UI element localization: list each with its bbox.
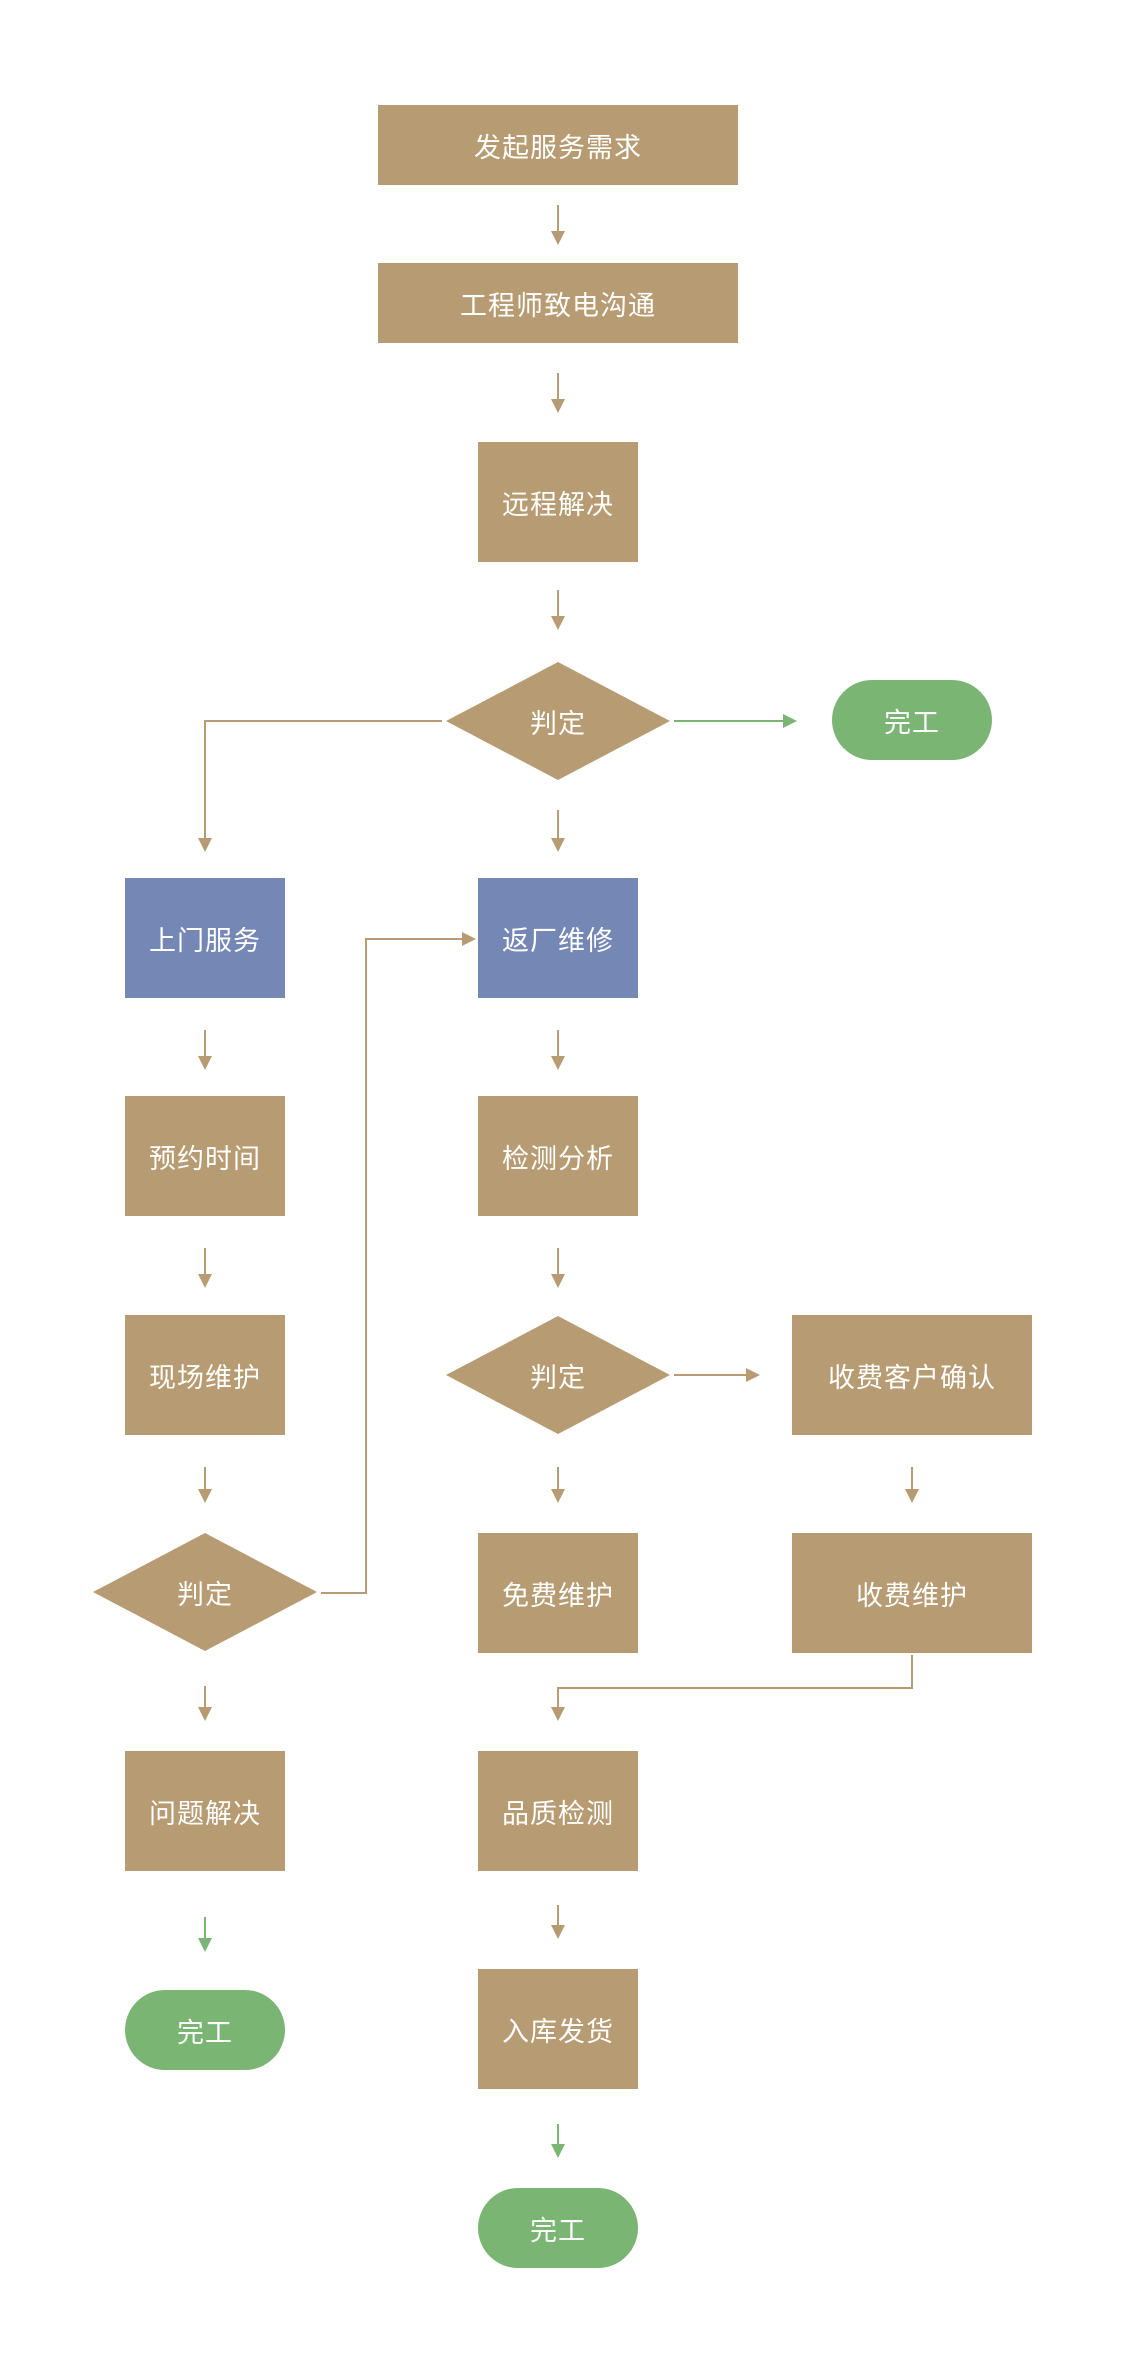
edge-decision2-confirm (674, 1368, 760, 1382)
edge-field-decision3 (198, 1467, 212, 1503)
arrowhead-icon (198, 838, 212, 852)
node-label: 检测分析 (502, 1143, 614, 1175)
done-terminal-2: 完工 (125, 1990, 285, 2070)
quality-check-box: 品质检测 (478, 1751, 638, 1871)
node-label: 工程师致电沟通 (460, 290, 656, 322)
node-label: 远程解决 (502, 489, 614, 521)
node-label: 完工 (177, 2017, 233, 2049)
arrowhead-icon (551, 616, 565, 630)
edge-return-inspect (551, 1030, 565, 1070)
edge-call-remote (551, 373, 565, 413)
node-label: 上门服务 (149, 925, 261, 957)
arrowhead-icon (198, 1489, 212, 1503)
edge-quality-ship (551, 1905, 565, 1939)
arrowhead-icon (551, 399, 565, 413)
node-label: 现场维护 (149, 1362, 261, 1394)
decision-diamond-3: 判定 (93, 1533, 317, 1651)
arrowhead-icon (198, 1938, 212, 1952)
diamond-shape (93, 1533, 317, 1651)
edge-decision2-free (551, 1467, 565, 1503)
arrowhead-icon (198, 1056, 212, 1070)
diamond-shape (446, 1316, 670, 1434)
start-service-request-box: 发起服务需求 (378, 105, 738, 185)
arrowhead-icon (198, 1274, 212, 1288)
arrowhead-icon (551, 1056, 565, 1070)
return-repair-box: 返厂维修 (478, 878, 638, 998)
edge-decision1-onsite (198, 720, 442, 852)
arrowhead-icon (905, 1489, 919, 1503)
edge-remote-decision1 (551, 590, 565, 630)
node-label: 入库发货 (502, 2016, 614, 2048)
paid-maintenance-box: 收费维护 (792, 1533, 1032, 1653)
edge-appoint-field (198, 1248, 212, 1288)
node-label: 问题解决 (149, 1798, 261, 1830)
onsite-service-box: 上门服务 (125, 878, 285, 998)
done-terminal-3: 完工 (478, 2188, 638, 2268)
decision-diamond-1: 判定 (446, 662, 670, 780)
edge-ship-done3 (551, 2124, 565, 2158)
arrowhead-icon (783, 714, 797, 728)
edge-decision1-return (551, 810, 565, 852)
arrowhead-icon (551, 231, 565, 245)
appointment-box: 预约时间 (125, 1096, 285, 1216)
node-label: 判定 (177, 1579, 233, 1611)
arrowhead-icon (198, 1707, 212, 1721)
node-label: 完工 (530, 2215, 586, 2247)
diamond-shape (446, 662, 670, 780)
node-label: 预约时间 (149, 1143, 261, 1175)
node-label: 收费客户确认 (828, 1362, 996, 1394)
edge-decision3-solved (198, 1686, 212, 1721)
arrowhead-icon (551, 1489, 565, 1503)
arrowhead-icon (462, 932, 476, 946)
free-maintenance-box: 免费维护 (478, 1533, 638, 1653)
arrowhead-icon (746, 1368, 760, 1382)
edge-solved-done2 (198, 1917, 212, 1952)
edge-start-call (551, 205, 565, 245)
edge-onsite-appoint (198, 1030, 212, 1070)
node-label: 发起服务需求 (474, 132, 642, 164)
arrowhead-icon (551, 1925, 565, 1939)
paid-confirm-box: 收费客户确认 (792, 1315, 1032, 1435)
arrowhead-icon (551, 838, 565, 852)
node-label: 判定 (530, 1362, 586, 1394)
engineer-call-box: 工程师致电沟通 (378, 263, 738, 343)
edge-inspect-decision2 (551, 1248, 565, 1288)
node-label: 判定 (530, 708, 586, 740)
node-label: 品质检测 (502, 1798, 614, 1830)
edge-paid-quality (551, 1655, 913, 1721)
arrowhead-icon (551, 1707, 565, 1721)
node-label: 完工 (884, 707, 940, 739)
decision-diamond-2: 判定 (446, 1316, 670, 1434)
node-label: 收费维护 (856, 1580, 968, 1612)
problem-solved-box: 问题解决 (125, 1751, 285, 1871)
arrowhead-icon (551, 1274, 565, 1288)
edge-confirm-paid (905, 1467, 919, 1503)
inspection-box: 检测分析 (478, 1096, 638, 1216)
edge-decision3-return (321, 932, 476, 1594)
field-maintenance-box: 现场维护 (125, 1315, 285, 1435)
edge-decision1-done (674, 714, 797, 728)
remote-fix-box: 远程解决 (478, 442, 638, 562)
done-terminal-1: 完工 (832, 680, 992, 760)
node-label: 免费维护 (502, 1580, 614, 1612)
warehouse-ship-box: 入库发货 (478, 1969, 638, 2089)
arrowhead-icon (551, 2144, 565, 2158)
node-label: 返厂维修 (502, 925, 614, 957)
